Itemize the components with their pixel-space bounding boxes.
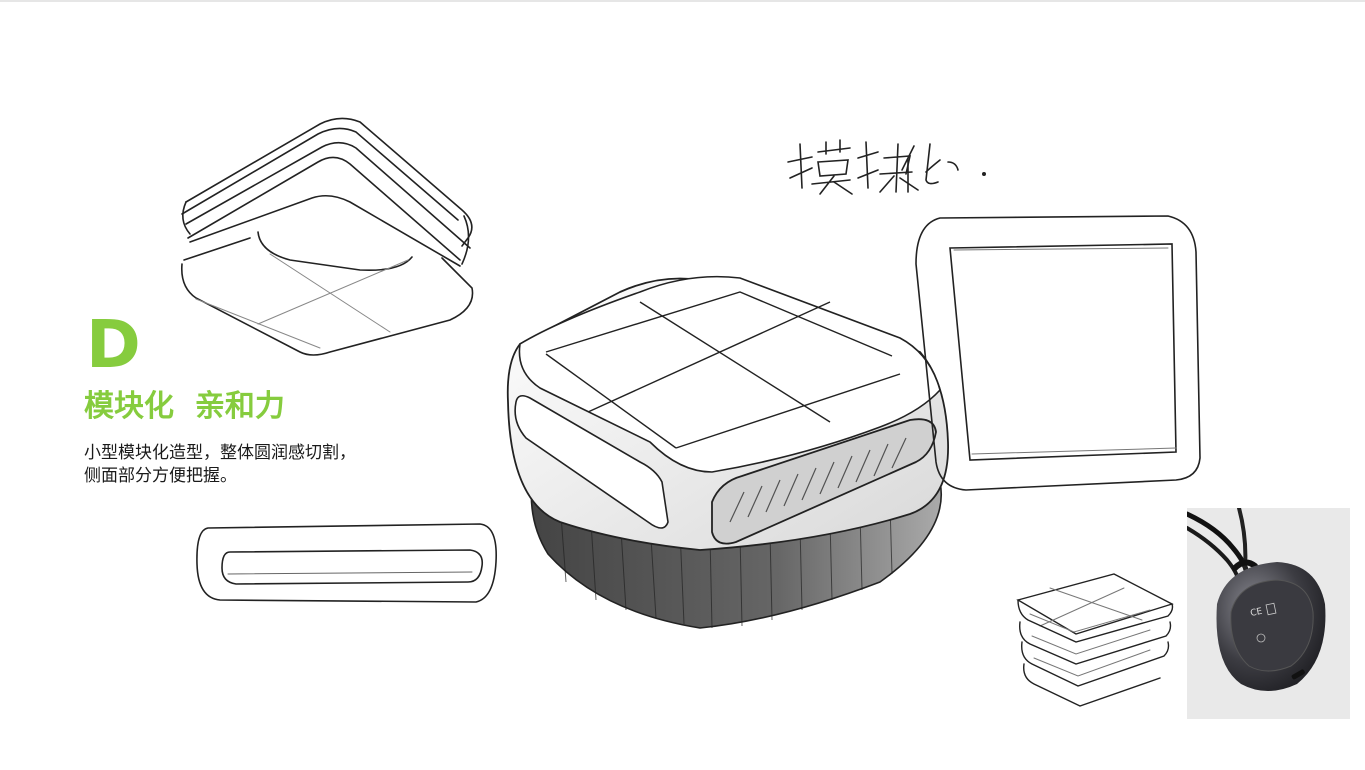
pendant-device-image: CE: [1187, 508, 1326, 691]
product-photo: CE: [1187, 508, 1350, 719]
top-view-sketch: [915, 215, 1201, 491]
side-view-sketch: [196, 523, 497, 603]
main-sketch: [506, 275, 949, 629]
handwritten-annotation: [787, 139, 986, 195]
description-line-1: 小型模块化造型，整体圆润感切割，: [84, 443, 356, 463]
svg-text:CE: CE: [1250, 607, 1264, 619]
stacked-modules-sketch: [1016, 573, 1174, 707]
exploded-sketch: [180, 117, 474, 356]
description-line-2: 侧面部分方便把握。: [84, 466, 237, 486]
section-heading: 模块化 亲和力: [84, 389, 285, 424]
section-letter: D: [86, 306, 141, 383]
section-description: 小型模块化造型，整体圆润感切割， 侧面部分方便把握。: [84, 442, 356, 488]
